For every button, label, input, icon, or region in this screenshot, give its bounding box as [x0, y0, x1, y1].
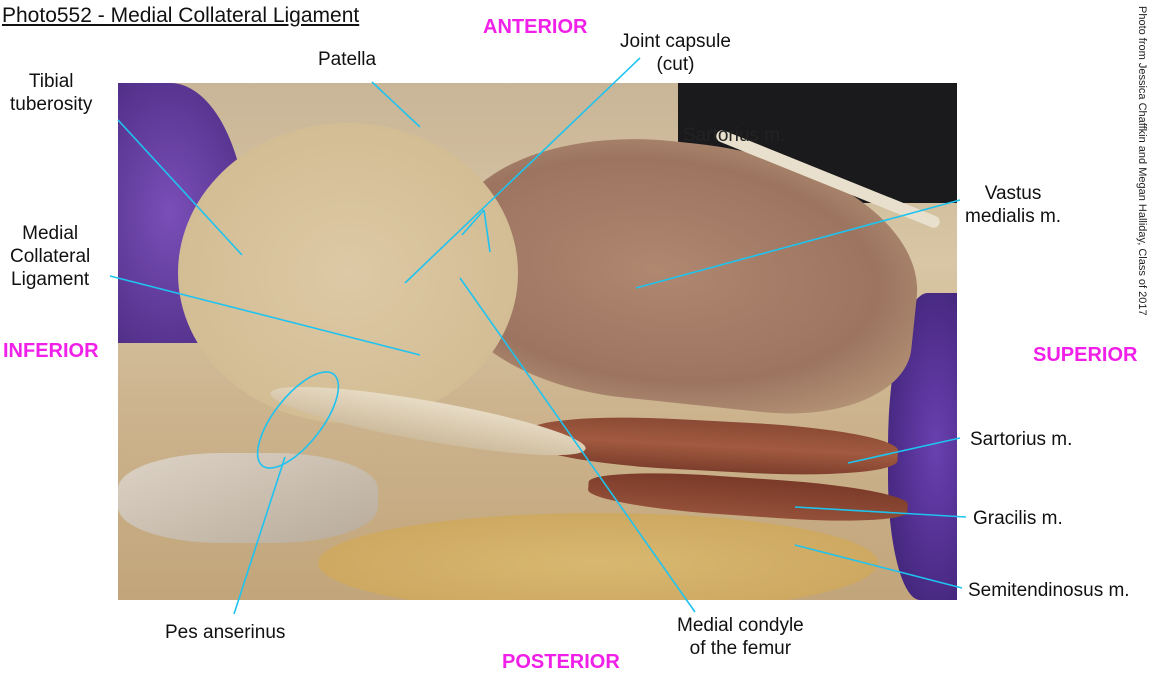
leader-medial-condyle [459, 277, 696, 613]
label-line: Ligament [11, 269, 90, 290]
fascia [118, 453, 378, 543]
label-tibial-tuberosity: Tibial tuberosity [10, 70, 92, 116]
label-line: Collateral [10, 246, 91, 267]
leader-patella [371, 81, 421, 128]
label-pes-anserinus: Pes anserinus [165, 622, 286, 643]
label-line: Medial condyle [677, 615, 804, 636]
leader-semitendinosus [794, 544, 963, 589]
label-line: tuberosity [10, 94, 93, 115]
label-line: Joint capsule [620, 31, 731, 52]
leader-pes-anserinus [233, 456, 286, 615]
label-joint-capsule: Joint capsule (cut) [620, 30, 731, 76]
label-line: medialis m. [965, 206, 1062, 227]
figure-title: Photo552 - Medial Collateral Ligament [2, 4, 360, 27]
leader-joint-capsule-branch-b [483, 209, 491, 253]
label-line: Tibial [28, 71, 74, 92]
fat-bottom [318, 513, 878, 600]
leader-joint-capsule-branch-a [461, 209, 485, 236]
direction-posterior: POSTERIOR [502, 651, 620, 673]
label-line: (cut) [656, 54, 695, 75]
leader-vastus-medialis [635, 199, 961, 289]
label-semitendinosus: Semitendinosus m. [968, 580, 1130, 601]
direction-superior: SUPERIOR [1033, 344, 1138, 366]
label-patella: Patella [318, 49, 377, 70]
label-gracilis: Gracilis m. [973, 508, 1063, 529]
leader-tibial-tuberosity [117, 119, 243, 256]
leader-gracilis [794, 506, 967, 518]
direction-inferior: INFERIOR [3, 340, 99, 362]
direction-anterior: ANTERIOR [483, 16, 588, 38]
label-mcl: Medial Collateral Ligament [10, 222, 90, 291]
label-medial-condyle: Medial condyle of the femur [677, 614, 804, 660]
photo-credit: Photo from Jessica Chaffkin and Megan Ha… [1136, 6, 1148, 316]
label-sartorius-top: Sartorius m. [683, 125, 786, 146]
label-sartorius: Sartorius m. [970, 429, 1073, 450]
label-line: Vastus [984, 183, 1042, 204]
leader-joint-capsule [404, 57, 641, 284]
leader-mcl [109, 275, 421, 356]
label-line: Medial [22, 223, 79, 244]
leader-sartorius [847, 437, 961, 464]
label-vastus-medialis: Vastus medialis m. [965, 182, 1061, 228]
label-line: of the femur [689, 638, 792, 659]
knee-fat [178, 123, 518, 423]
pes-anserinus-outline [256, 371, 340, 469]
